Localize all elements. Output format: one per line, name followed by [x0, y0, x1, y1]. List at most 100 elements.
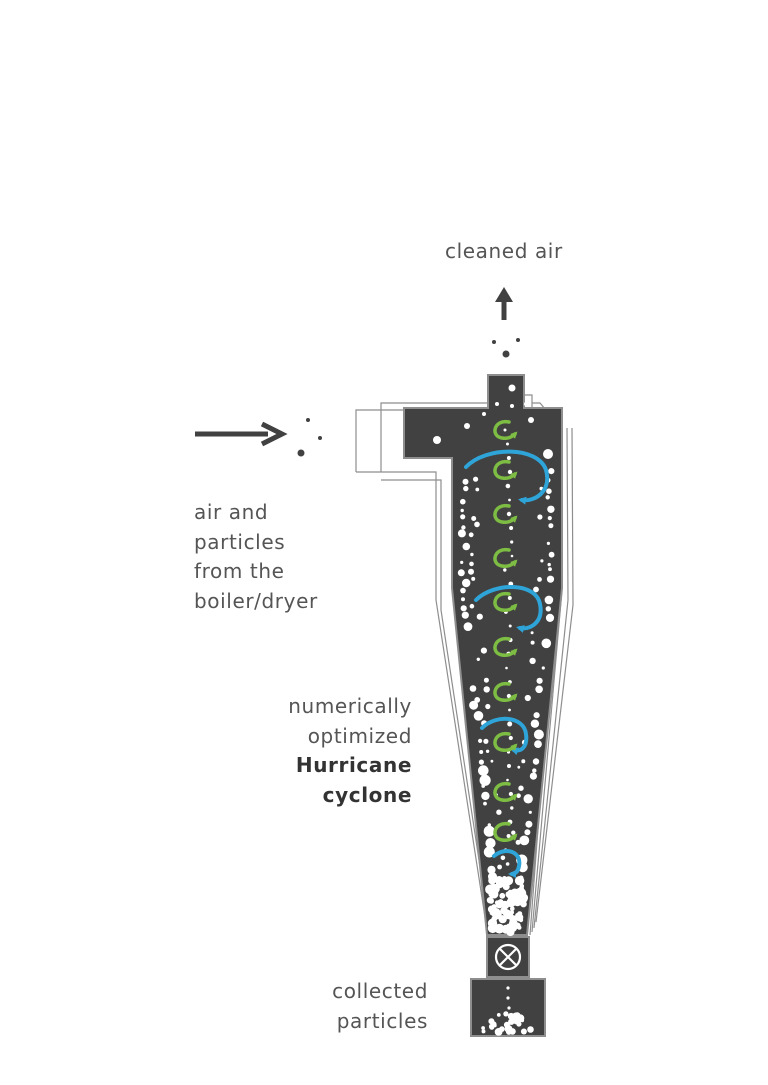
particle	[532, 758, 540, 765]
particle	[478, 738, 483, 744]
particle	[471, 576, 476, 581]
particle	[508, 498, 511, 502]
inner-vortex-arrows	[493, 419, 518, 842]
arrow-right-icon	[195, 421, 288, 447]
outer-vortex-arrows	[464, 449, 550, 878]
particle	[529, 772, 538, 780]
particle	[506, 442, 509, 446]
particle	[508, 735, 513, 741]
particle	[469, 603, 475, 609]
particle	[546, 488, 552, 495]
particle	[547, 562, 551, 567]
particle	[530, 719, 540, 728]
particle	[481, 784, 486, 788]
particle	[492, 909, 502, 920]
inner-vortex-arrow	[493, 547, 518, 568]
particle	[507, 596, 512, 600]
inner-vortex-arrow	[493, 419, 518, 440]
particle	[474, 521, 480, 528]
particle	[510, 806, 514, 810]
particle	[505, 483, 511, 489]
particle	[489, 884, 494, 889]
particle	[485, 749, 490, 753]
particle	[533, 729, 544, 740]
particle	[468, 568, 474, 575]
particle	[501, 879, 509, 887]
particle	[506, 693, 511, 699]
particle	[495, 402, 499, 406]
cyclone-body	[403, 374, 563, 936]
particle	[481, 791, 490, 801]
particle	[514, 876, 525, 886]
inner-vortex-arrow	[493, 503, 518, 524]
particle	[470, 552, 474, 557]
particle	[496, 809, 502, 815]
particle	[513, 1019, 519, 1025]
particle	[540, 559, 544, 563]
particle	[535, 685, 543, 694]
particle	[461, 611, 469, 619]
particle	[461, 525, 466, 530]
particle	[533, 586, 539, 593]
particle	[460, 508, 464, 513]
particle	[518, 785, 524, 791]
particle	[462, 578, 471, 588]
particle	[488, 898, 495, 904]
particle	[505, 666, 508, 670]
particle	[508, 1018, 515, 1025]
inner-vortex-arrow	[493, 636, 518, 657]
particle	[548, 523, 554, 529]
particle	[457, 569, 465, 577]
particle	[478, 759, 484, 765]
particle	[500, 855, 506, 861]
particle	[545, 606, 551, 612]
particle	[506, 996, 510, 1000]
particle	[433, 436, 441, 444]
particle	[483, 686, 490, 693]
particle	[511, 830, 516, 835]
particle	[506, 923, 512, 929]
particle	[473, 711, 484, 721]
particle	[508, 624, 512, 628]
particle	[471, 516, 477, 521]
particle	[510, 888, 520, 898]
particle	[494, 1028, 503, 1036]
inner-vortex-arrow	[493, 591, 518, 612]
particle	[507, 764, 511, 768]
particle	[529, 657, 536, 665]
particle	[545, 613, 555, 623]
particle	[497, 899, 504, 906]
particle	[533, 712, 540, 719]
particle	[481, 1029, 486, 1034]
particle	[482, 412, 486, 416]
particle	[503, 428, 507, 432]
particle	[536, 677, 543, 684]
cyclone-label: numerically optimized Hurricane cyclone	[288, 694, 412, 807]
particle	[519, 885, 524, 891]
particle	[490, 1021, 497, 1028]
particle	[510, 554, 514, 558]
particle	[541, 638, 552, 649]
particle	[530, 631, 534, 635]
particle	[503, 568, 507, 572]
particle	[463, 622, 473, 631]
particle	[468, 532, 474, 538]
particle	[460, 514, 466, 520]
particle	[520, 1028, 527, 1035]
particle	[528, 417, 534, 423]
particle	[508, 791, 513, 797]
particle	[460, 605, 467, 612]
particle	[508, 708, 511, 712]
particle	[486, 887, 492, 893]
particle	[523, 794, 533, 804]
particle	[515, 839, 521, 845]
particle	[511, 899, 517, 905]
particle	[547, 505, 555, 513]
particle	[509, 924, 517, 932]
particle	[548, 567, 552, 572]
airlock-valve-housing	[486, 936, 530, 978]
particle	[483, 738, 489, 744]
cleaned-air-label: cleaned air	[445, 239, 563, 263]
